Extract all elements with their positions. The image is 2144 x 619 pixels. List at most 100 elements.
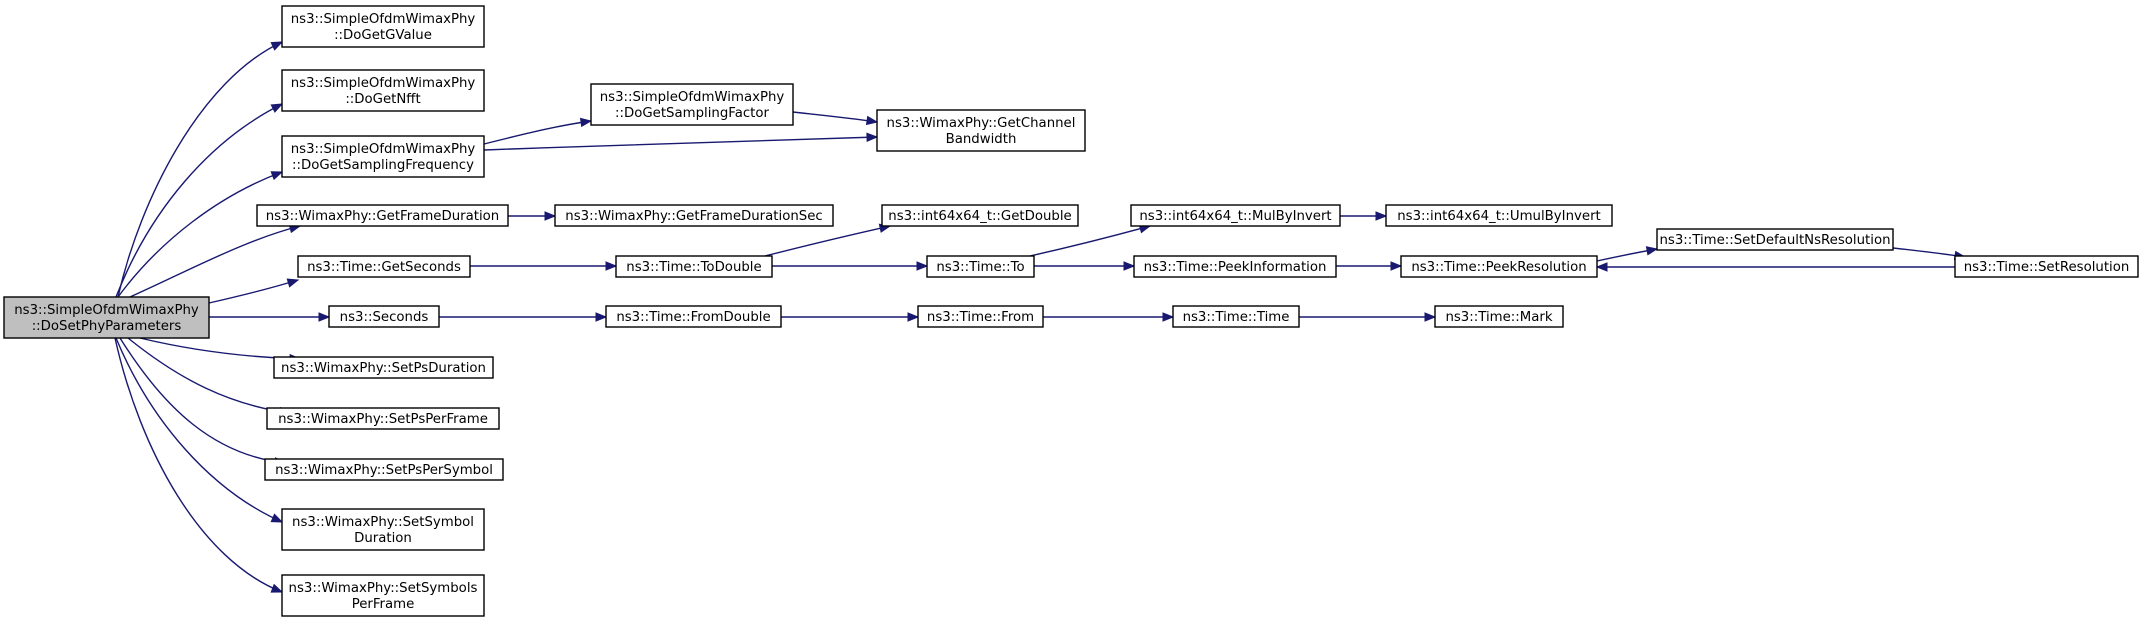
node-getframedurationsec[interactable]: ns3::WimaxPhy::GetFrameDurationSec: [554, 204, 834, 227]
node-label: ns3::Time::From: [927, 310, 1034, 325]
node-label: ns3::WimaxPhy::SetSymbols: [289, 581, 478, 596]
node-box: [1400, 255, 1598, 278]
node-label: ::DoGetSamplingFrequency: [292, 158, 474, 173]
edge-line: [792, 111, 878, 123]
node-to[interactable]: ns3::Time::To: [926, 255, 1035, 278]
node-label: ns3::WimaxPhy::GetFrameDurationSec: [565, 209, 822, 224]
arrowhead-icon: [544, 211, 557, 221]
node-box: [1133, 255, 1337, 278]
edge-root-to-setsymbolsperframe: [114, 337, 284, 593]
edge-root-to-setpsperframe: [127, 337, 292, 417]
node-label: ::DoGetSamplingFactor: [615, 106, 770, 121]
edge-line: [764, 225, 891, 257]
node-getnfft[interactable]: ns3::SimpleOfdmWimaxPhy::DoGetNfft: [281, 69, 485, 112]
arrowhead-icon: [1123, 261, 1136, 271]
node-box: [1385, 204, 1613, 227]
node-label: ns3::Time::PeekResolution: [1411, 260, 1586, 275]
arrowhead-icon: [286, 278, 300, 288]
edge-line: [208, 279, 299, 304]
arrowhead-icon: [1390, 261, 1403, 271]
node-label: ns3::Seconds: [340, 310, 429, 325]
node-label: Duration: [354, 531, 412, 546]
node-label: ns3::Time::SetDefaultNsResolution: [1659, 233, 1890, 248]
node-box: [1130, 204, 1341, 227]
node-label: ns3::WimaxPhy::GetFrameDuration: [266, 209, 499, 224]
node-peekinfo[interactable]: ns3::Time::PeekInformation: [1133, 255, 1337, 278]
arrowhead-icon: [866, 132, 879, 143]
node-mulbyinvert[interactable]: ns3::int64x64_t::MulByInvert: [1130, 204, 1341, 227]
arrowhead-icon: [605, 261, 618, 271]
edge-setdefaultns-to-setres: [1892, 247, 1967, 261]
node-label: ns3::Time::SetResolution: [1964, 260, 2130, 275]
node-getframeduration[interactable]: ns3::WimaxPhy::GetFrameDuration: [256, 204, 509, 227]
arrowhead-icon: [595, 312, 608, 322]
node-time[interactable]: ns3::Time::Time: [1172, 305, 1300, 328]
arrowhead-icon: [270, 103, 284, 113]
edge-line: [117, 171, 283, 298]
edge-seconds-to-fromdouble: [439, 312, 608, 322]
node-label: ns3::int64x64_t::UmulByInvert: [1397, 209, 1601, 224]
edge-line: [1029, 225, 1151, 257]
node-from[interactable]: ns3::Time::From: [917, 305, 1044, 328]
node-root: ns3::SimpleOfdmWimaxPhy::DoSetPhyParamet…: [3, 296, 210, 339]
node-getgvalue[interactable]: ns3::SimpleOfdmWimaxPhy::DoGetGValue: [281, 5, 485, 48]
edge-to-to-mulbyinvert: [1029, 224, 1152, 257]
node-box: [266, 407, 500, 430]
node-label: ns3::Time::To: [936, 260, 1024, 275]
edge-line: [1892, 247, 1966, 258]
node-getsamplingfreq[interactable]: ns3::SimpleOfdmWimaxPhy::DoGetSamplingFr…: [281, 135, 485, 178]
edge-from-to-time: [1043, 312, 1175, 322]
node-fromdouble[interactable]: ns3::Time::FromDouble: [605, 305, 782, 328]
node-box: [297, 255, 471, 278]
edge-line: [115, 103, 283, 298]
edge-mulbyinvert-to-umulbyinvert: [1340, 211, 1388, 221]
node-getsamplingfactor[interactable]: ns3::SimpleOfdmWimaxPhy::DoGetSamplingFa…: [590, 83, 794, 126]
node-setres[interactable]: ns3::Time::SetResolution: [1954, 255, 2139, 278]
node-getdouble[interactable]: ns3::int64x64_t::GetDouble: [881, 204, 1079, 227]
node-label: ns3::SimpleOfdmWimaxPhy: [291, 142, 476, 157]
node-label: ::DoGetGValue: [334, 28, 432, 43]
node-label: ns3::Time::Mark: [1445, 310, 1552, 325]
node-box: [926, 255, 1035, 278]
node-label: ns3::WimaxPhy::SetPsPerFrame: [278, 412, 488, 427]
edge-line: [114, 337, 283, 593]
edge-line: [119, 337, 286, 464]
node-setpsperframe[interactable]: ns3::WimaxPhy::SetPsPerFrame: [266, 407, 500, 430]
node-setpsduration[interactable]: ns3::WimaxPhy::SetPsDuration: [273, 356, 494, 379]
edge-getsamplingfactor-to-getchannelbw: [792, 111, 879, 126]
node-label: ns3::Time::GetSeconds: [307, 260, 461, 275]
node-box: [615, 255, 773, 278]
node-getseconds[interactable]: ns3::Time::GetSeconds: [297, 255, 471, 278]
node-box: [281, 5, 485, 48]
arrowhead-icon: [1375, 211, 1388, 221]
edge-line: [117, 41, 283, 298]
arrowhead-icon: [579, 117, 593, 128]
edge-root-to-getsamplingfreq: [117, 171, 284, 298]
node-label: ns3::SimpleOfdmWimaxPhy: [14, 303, 199, 318]
node-umulbyinvert[interactable]: ns3::int64x64_t::UmulByInvert: [1385, 204, 1613, 227]
edge-to-to-peekinfo: [1034, 261, 1136, 271]
node-box: [1954, 255, 2139, 278]
node-setdefaultns[interactable]: ns3::Time::SetDefaultNsResolution: [1656, 228, 1894, 251]
node-peekres[interactable]: ns3::Time::PeekResolution: [1400, 255, 1598, 278]
node-todouble[interactable]: ns3::Time::ToDouble: [615, 255, 773, 278]
node-box: [881, 204, 1079, 227]
node-box: [917, 305, 1044, 328]
node-seconds[interactable]: ns3::Seconds: [328, 305, 440, 328]
edge-line: [129, 225, 301, 298]
arrowhead-icon: [270, 513, 284, 523]
node-box: [256, 204, 509, 227]
node-box: [281, 508, 485, 551]
node-mark[interactable]: ns3::Time::Mark: [1434, 305, 1564, 328]
node-setpspersymbol[interactable]: ns3::WimaxPhy::SetPsPerSymbol: [264, 458, 504, 481]
node-box: [1172, 305, 1300, 328]
arrowhead-icon: [865, 115, 879, 126]
arrowhead-icon: [270, 171, 284, 181]
node-box: [876, 109, 1086, 152]
edge-getframeduration-to-getframedurationsec: [508, 211, 557, 221]
edges-layer: [114, 41, 1967, 593]
